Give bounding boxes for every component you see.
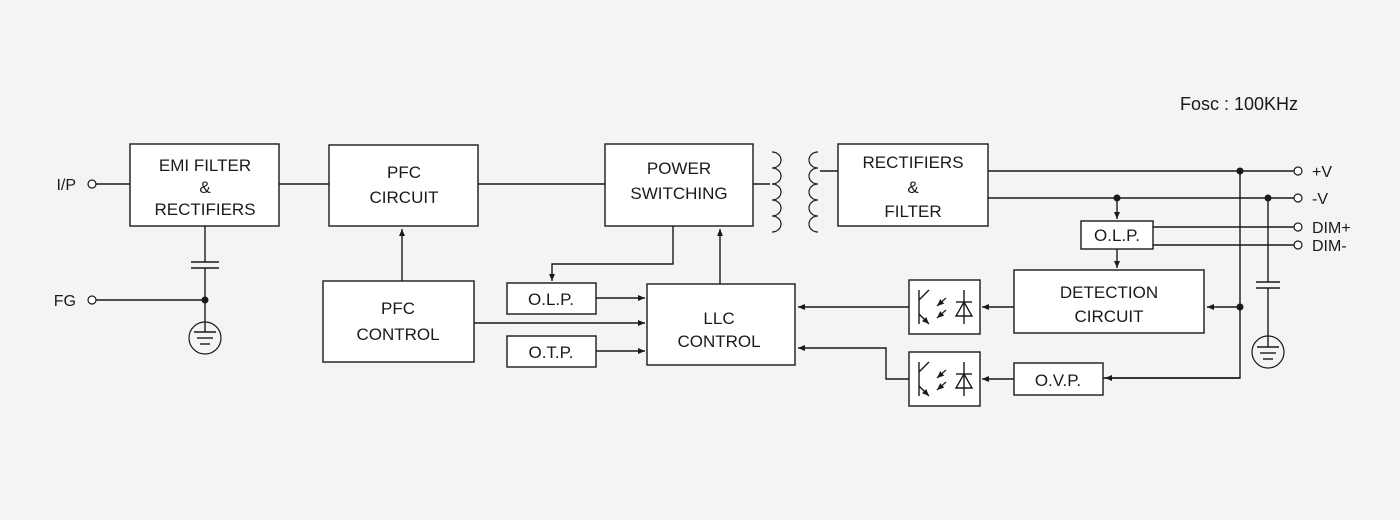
olp-secondary-block: O.L.P. (1080, 220, 1154, 250)
svg-text:DETECTION: DETECTION (1060, 283, 1158, 302)
svg-text:+V: +V (1312, 164, 1332, 181)
olp-primary-block: O.L.P. (506, 282, 597, 315)
ground-icon (188, 321, 222, 355)
svg-text:O.L.P.: O.L.P. (1094, 226, 1140, 245)
svg-text:DIM+: DIM+ (1312, 220, 1351, 237)
optocoupler-icon (908, 279, 981, 335)
svg-text:O.L.P.: O.L.P. (528, 290, 574, 309)
svg-text:PFC: PFC (381, 299, 415, 318)
svg-text:CONTROL: CONTROL (677, 332, 760, 351)
terminal-minus-v: -V (1293, 191, 1328, 208)
svg-text:EMI FILTER: EMI FILTER (159, 156, 251, 175)
wiring (96, 167, 1294, 382)
svg-text:SWITCHING: SWITCHING (630, 184, 727, 203)
svg-text:POWER: POWER (647, 159, 711, 178)
svg-text:PFC: PFC (387, 163, 421, 182)
otp-block: O.T.P. (506, 335, 597, 368)
power-switching-block: POWER SWITCHING (604, 143, 754, 227)
transformer-icon (753, 151, 838, 233)
rectifiers-filter-block: RECTIFIERS & FILTER (837, 143, 989, 227)
svg-text:CONTROL: CONTROL (356, 325, 439, 344)
fosc-label: Fosc : 100KHz (1180, 94, 1298, 114)
detection-circuit-block: DETECTION CIRCUIT (1013, 269, 1205, 334)
svg-text:&: & (199, 178, 211, 197)
svg-text:RECTIFIERS: RECTIFIERS (154, 200, 255, 219)
ground-icon (1251, 335, 1285, 369)
svg-text:I/P: I/P (56, 177, 76, 194)
svg-text:DIM-: DIM- (1312, 238, 1347, 255)
pfc-circuit-block: PFC CIRCUIT (328, 144, 479, 227)
svg-text:CIRCUIT: CIRCUIT (1075, 307, 1144, 326)
svg-text:FG: FG (54, 293, 76, 310)
terminal-plus-v: +V (1293, 164, 1332, 181)
ovp-block: O.V.P. (1013, 362, 1104, 396)
terminal-ip: I/P (56, 177, 97, 194)
llc-control-block: LLC CONTROL (646, 283, 796, 366)
emi-filter-block: EMI FILTER & RECTIFIERS (129, 143, 280, 227)
svg-text:RECTIFIERS: RECTIFIERS (862, 153, 963, 172)
svg-text:FILTER: FILTER (884, 202, 941, 221)
svg-text:&: & (907, 178, 919, 197)
terminal-dim-minus: DIM- (1293, 238, 1347, 255)
terminal-fg: FG (54, 293, 97, 310)
svg-text:-V: -V (1312, 191, 1328, 208)
svg-text:O.V.P.: O.V.P. (1035, 371, 1081, 390)
svg-text:O.T.P.: O.T.P. (528, 343, 573, 362)
optocoupler-icon (908, 351, 981, 407)
svg-text:CIRCUIT: CIRCUIT (370, 188, 439, 207)
terminal-dim-plus: DIM+ (1293, 220, 1351, 237)
svg-text:LLC: LLC (703, 309, 734, 328)
pfc-control-block: PFC CONTROL (322, 280, 475, 363)
